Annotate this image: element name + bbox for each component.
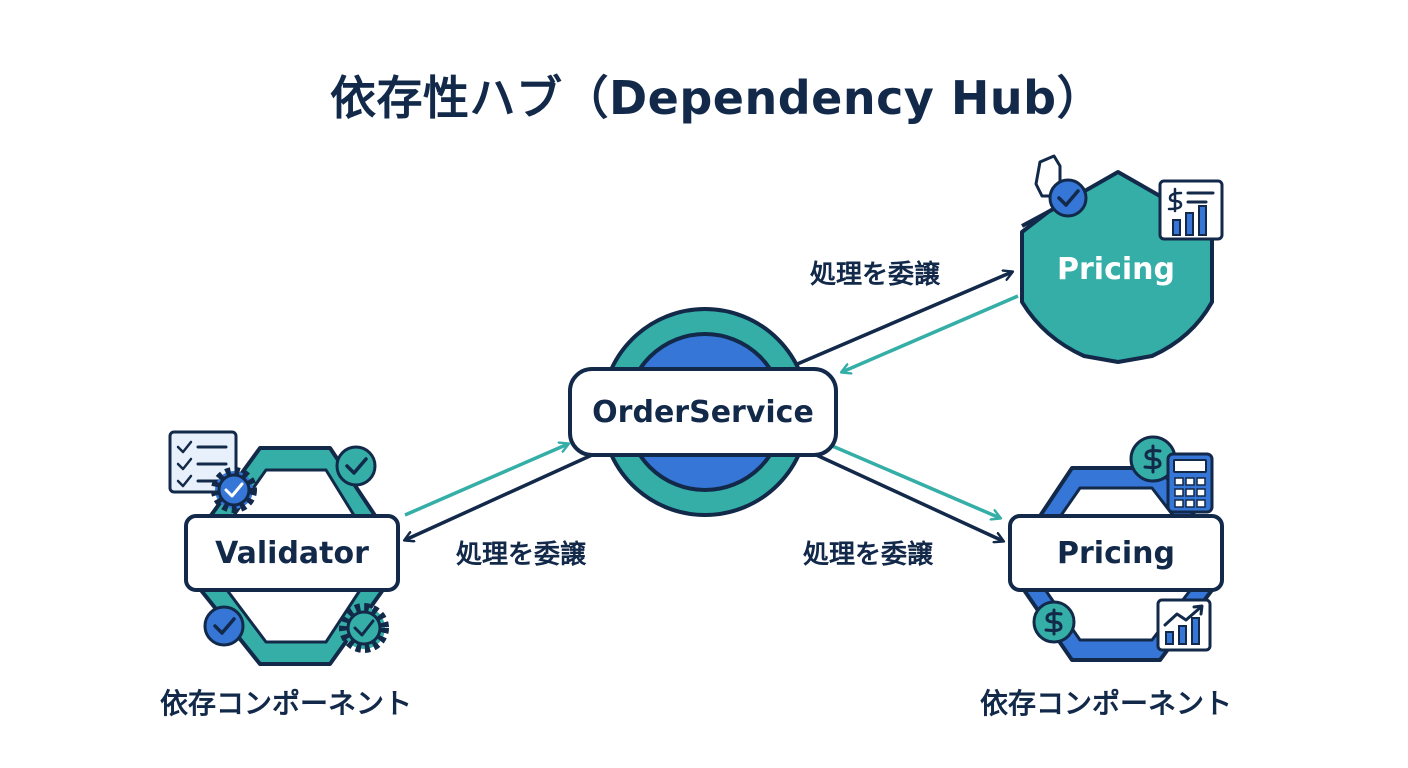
- connector-hub-pricing-bottom: [811, 443, 1003, 541]
- connector-hub-pricing-top: [794, 272, 1019, 372]
- check-circle-icon: [335, 445, 377, 487]
- hub-label-box: [568, 367, 838, 457]
- arrow-return-from-pricing-top: [842, 294, 1019, 372]
- connector-hub-validator: [404, 444, 593, 540]
- pricing-bottom-label-box: [1008, 514, 1224, 592]
- pricing-bottom-caption: 依存コンポーネント: [980, 687, 1233, 720]
- price-chart-icon: [1158, 179, 1224, 241]
- arrow-delegate-to-pricing-bottom: [811, 451, 1003, 541]
- pricing-top-label: Pricing: [1057, 251, 1175, 287]
- edge-label-pricing-bottom: 処理を委譲: [803, 540, 934, 570]
- validator-caption: 依存コンポーネント: [160, 687, 413, 720]
- arrow-delegate-to-pricing-top: [794, 272, 1012, 367]
- node-pricing-bottom: [1008, 435, 1224, 662]
- node-validator: [168, 430, 400, 666]
- page-title: 依存性ハブ（Dependency Hub）: [330, 71, 1104, 125]
- arrow-return-from-validator: [404, 444, 568, 517]
- arrow-return-from-pricing-bottom: [829, 443, 1000, 518]
- gear-check-icon: [211, 467, 257, 513]
- shield-check-icon: [1034, 154, 1088, 218]
- edge-label-pricing-top: 処理を委譲: [810, 260, 941, 290]
- pricing-bottom-label: Pricing: [1057, 535, 1175, 571]
- growth-chart-icon: [1156, 598, 1212, 652]
- hub-order-service: [568, 307, 838, 517]
- edge-label-validator: 処理を委譲: [456, 540, 587, 570]
- calculator-icon: [1166, 452, 1214, 514]
- validator-label-box: [184, 514, 400, 592]
- node-pricing-top: [1020, 154, 1224, 364]
- arrow-delegate-to-validator: [405, 453, 593, 540]
- validator-label: Validator: [215, 535, 369, 571]
- check-circle-icon: [203, 605, 245, 647]
- hub-label: OrderService: [592, 394, 814, 430]
- pricing-top-band-left: [1021, 210, 1049, 228]
- dollar-coin-icon: [1032, 600, 1076, 644]
- gear-check-icon: [339, 603, 389, 653]
